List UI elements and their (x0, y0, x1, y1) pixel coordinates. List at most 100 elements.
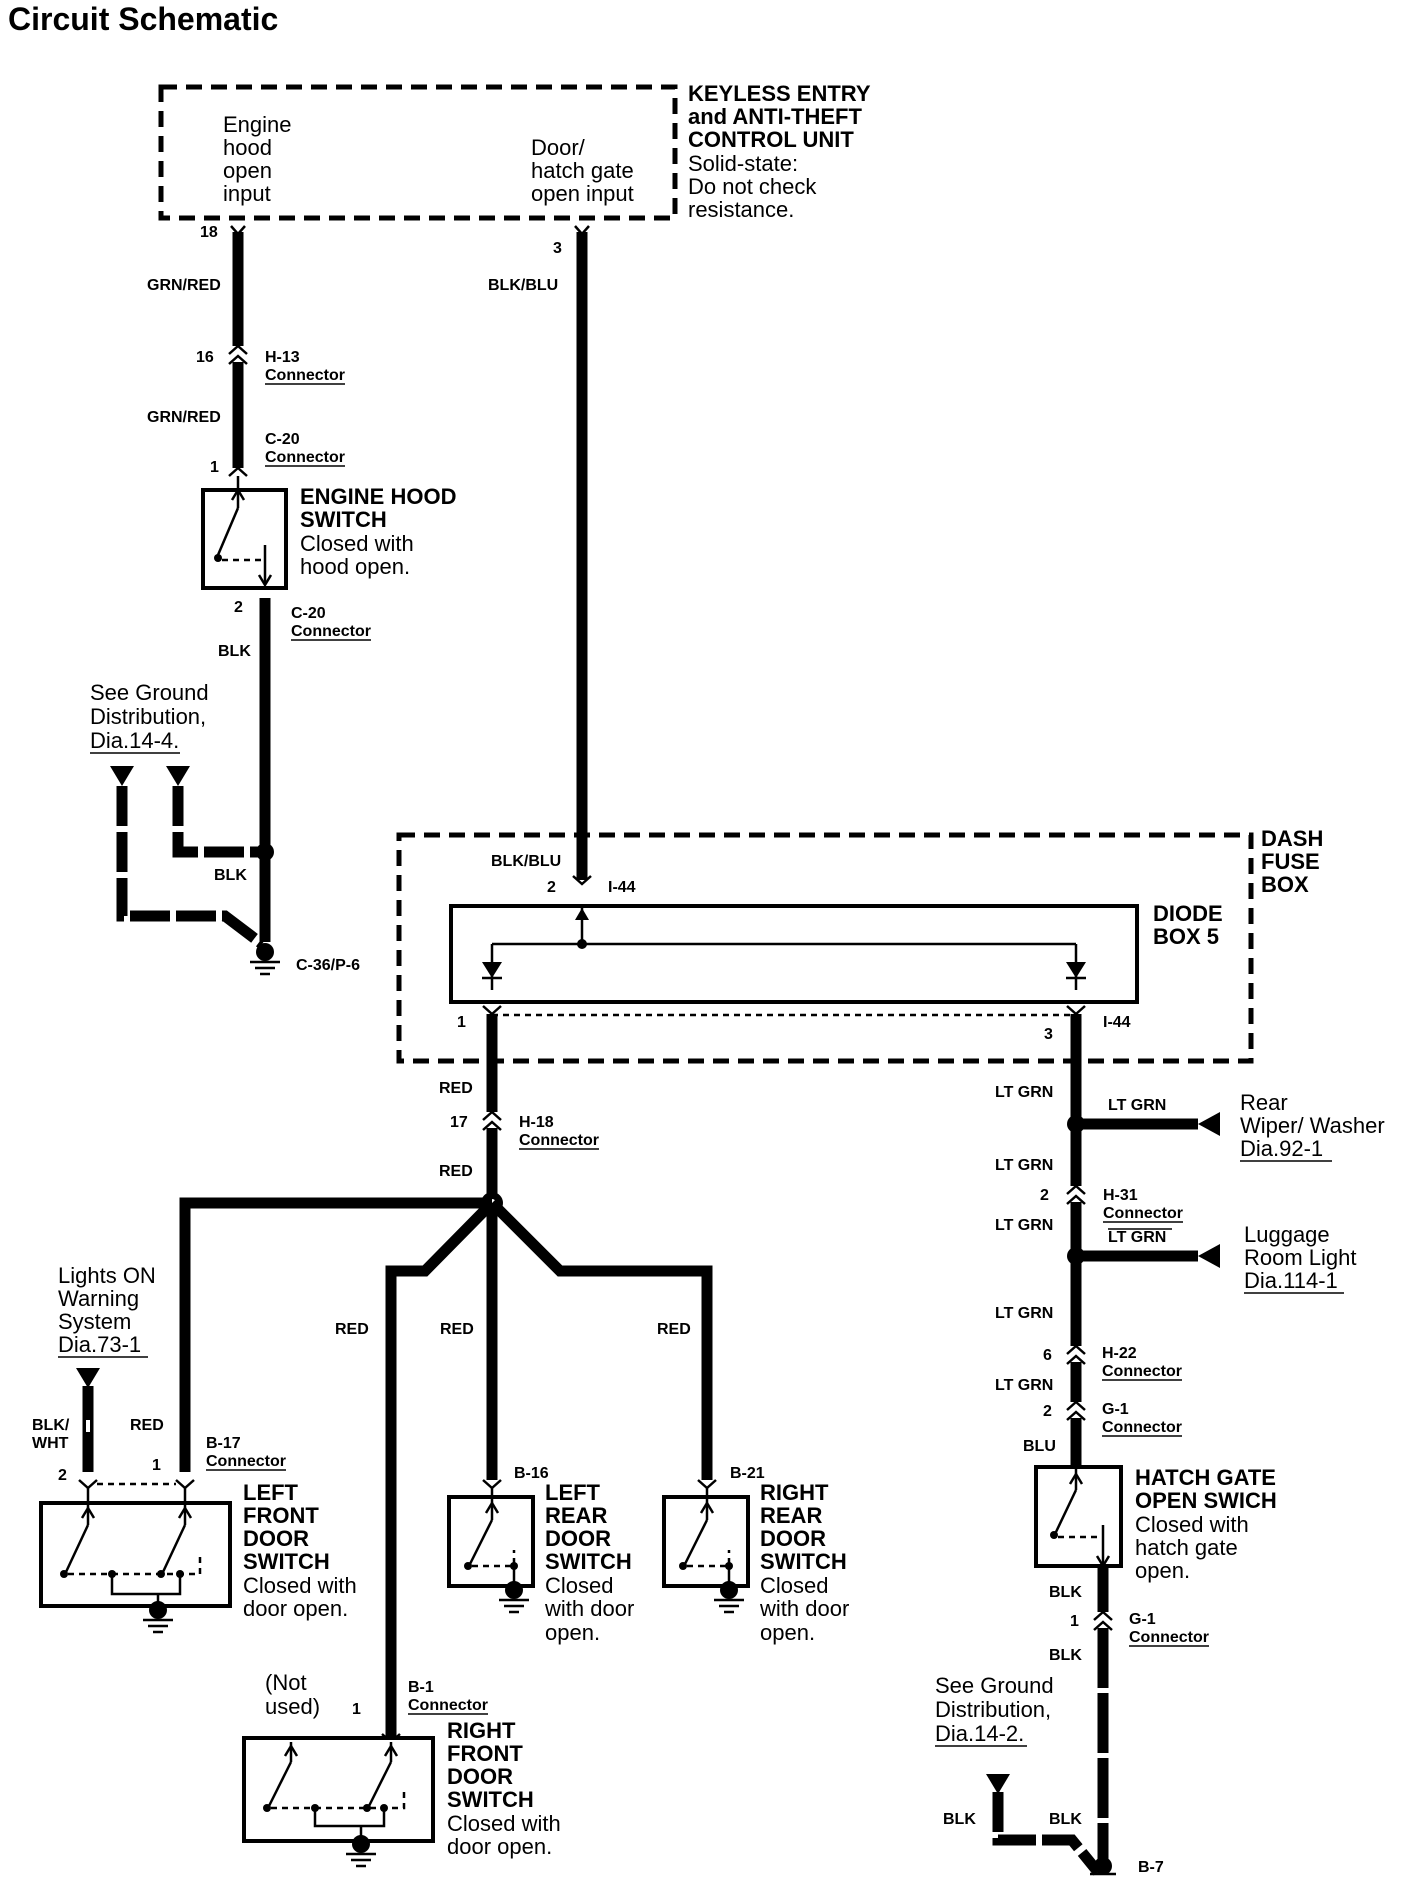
ground-ref-14-2-line-1: See Ground (935, 1673, 1054, 1698)
left-rear-door-switch-label: LEFT REAR DOOR SWITCH Closed with door o… (544, 1480, 634, 1645)
luggage-line-2: Room Light (1244, 1245, 1357, 1270)
b21-terminal (697, 1479, 717, 1490)
ground-ref-14-4-line-2: Distribution, (90, 704, 206, 729)
wire-label-red-5: RED (657, 1321, 691, 1338)
not-used-line-1: (Not (265, 1670, 307, 1695)
lf-switch-arrow-2 (177, 1505, 193, 1519)
wire-label-red-1: RED (439, 1080, 473, 1097)
rf-switch-arrow-2 (383, 1743, 399, 1757)
rr-name-2: REAR (760, 1503, 822, 1528)
rf-name-2: FRONT (447, 1741, 523, 1766)
h18-pin: 17 (450, 1114, 468, 1131)
i44-terminal-top (572, 875, 592, 886)
rr-note-2: with door (759, 1596, 849, 1621)
lf-note-1: Closed with (243, 1573, 357, 1598)
h31-id: H-31 (1103, 1187, 1138, 1204)
wire-label-red-4: RED (440, 1321, 474, 1338)
wire-label-blk-6: BLK (1049, 1811, 1082, 1828)
b17-pin-1: 1 (152, 1457, 161, 1474)
left-front-door-switch-box (39, 1501, 232, 1608)
rr-switch-arrow (699, 1500, 715, 1514)
engine-hood-switch-box (201, 488, 288, 590)
c20-top-pin: 1 (210, 459, 219, 476)
rf-switch-common (313, 1808, 386, 1828)
lf-name-4: SWITCH (243, 1549, 330, 1574)
door-input-line-3: open input (531, 181, 634, 206)
rf-note-1: Closed with (447, 1811, 561, 1836)
hood-switch-note-1: Closed with (300, 531, 414, 556)
b17-label: Connector (206, 1453, 286, 1470)
dash-fuse-box-line-3: BOX (1261, 872, 1309, 897)
lr-switch-ground-node (505, 1581, 523, 1599)
lr-note-1: Closed (545, 1573, 613, 1598)
not-used-line-2: used) (265, 1694, 320, 1719)
lr-switch-blade (468, 1519, 494, 1565)
luggage-room-light-ref[interactable]: Luggage Room Light Dia.114-1 (1244, 1222, 1357, 1294)
ground-ref-14-4-line-1: See Ground (90, 680, 209, 705)
lr-switch-arrow (484, 1500, 500, 1514)
lr-name-3: DOOR (545, 1526, 611, 1551)
wire-label-blk-4: BLK (1049, 1647, 1082, 1664)
control-unit-note-3: resistance. (688, 197, 794, 222)
i44-label-right: I-44 (1103, 1014, 1131, 1031)
diagram-title: Circuit Schematic (8, 1, 278, 37)
h22-label: Connector (1102, 1363, 1182, 1380)
ground-ref-14-2[interactable]: See Ground Distribution, Dia.14-2. (935, 1673, 1054, 1747)
rr-switch-ground-node (720, 1581, 738, 1599)
ground-ref-14-2-arrow (986, 1774, 1010, 1794)
wire-label-blk-2: BLK (214, 867, 247, 884)
wire-blk-ground-ref-3 (992, 1792, 1103, 1876)
ground-ref-14-2-line-3: Dia.14-2. (935, 1721, 1024, 1746)
rr-note-1: Closed (760, 1573, 828, 1598)
control-unit-label: KEYLESS ENTRY and ANTI-THEFT CONTROL UNI… (688, 81, 871, 222)
dash-fuse-box-line-2: FUSE (1261, 849, 1320, 874)
rear-wiper-washer-ref[interactable]: Rear Wiper/ Washer Dia.92-1 (1240, 1090, 1385, 1162)
hg-name-1: HATCH GATE (1135, 1465, 1276, 1490)
c20-top-id: C-20 (265, 431, 300, 448)
hatch-gate-switch-box (1034, 1465, 1123, 1568)
lights-on-line-1: Lights ON (58, 1263, 156, 1288)
h31-label: Connector (1103, 1205, 1183, 1222)
hood-switch-arrow-down (257, 574, 273, 588)
ground-ref-arrow-2 (166, 766, 190, 786)
rear-wiper-line-3: Dia.92-1 (1240, 1136, 1323, 1161)
diode-box-line-2: BOX 5 (1153, 924, 1219, 949)
wire-label-red-2: RED (439, 1163, 473, 1180)
left-front-door-switch-label: LEFT FRONT DOOR SWITCH Closed with door … (243, 1480, 357, 1621)
hg-name-2: OPEN SWICH (1135, 1488, 1277, 1513)
wire-label-blk-3: BLK (1049, 1584, 1082, 1601)
door-input-line-1: Door/ (531, 135, 586, 160)
hg-note-2: hatch gate (1135, 1535, 1238, 1560)
ground-c36-label: C-36/P-6 (296, 957, 360, 974)
c20-bottom-pin: 2 (234, 599, 243, 616)
lf-switch-blade-1 (64, 1524, 90, 1573)
c20-top-label: Connector (265, 449, 345, 466)
hatch-gate-open-switch (1034, 1465, 1123, 1569)
control-unit-note-2: Do not check (688, 174, 817, 199)
wire-label-blk-wht-2: WHT (32, 1435, 69, 1452)
h31-pin: 2 (1040, 1187, 1049, 1204)
pin-3: 3 (553, 240, 562, 257)
lf-switch-blade-2 (161, 1524, 187, 1573)
door-input-label: Door/ hatch gate open input (531, 135, 634, 206)
g1-top-label: Connector (1102, 1419, 1182, 1436)
lights-on-line-2: Warning (58, 1286, 139, 1311)
wire-label-red-3: RED (335, 1321, 369, 1338)
lr-name-1: LEFT (545, 1480, 601, 1505)
g1-top-connector-bottom (1066, 1410, 1086, 1421)
i44-pin-right: 3 (1044, 1026, 1053, 1043)
wire-red-right-front (385, 1199, 496, 1740)
rf-name-3: DOOR (447, 1764, 513, 1789)
lf-switch-ground-node (149, 1601, 167, 1619)
control-unit-name-3: CONTROL UNIT (688, 127, 854, 152)
ground-b7-label: B-7 (1138, 1859, 1164, 1876)
lights-on-warning-ref[interactable]: Lights ON Warning System Dia.73-1 (58, 1263, 156, 1358)
rear-wiper-line-2: Wiper/ Washer (1240, 1113, 1385, 1138)
h18-connector-bottom (482, 1120, 502, 1131)
wire-label-red-6: RED (130, 1417, 164, 1434)
wire-label-blk-wht-1: BLK/ (32, 1417, 70, 1434)
lights-on-arrow (76, 1368, 100, 1388)
ground-ref-14-4[interactable]: See Ground Distribution, Dia.14-4. (90, 680, 209, 754)
control-unit-box (158, 84, 678, 221)
